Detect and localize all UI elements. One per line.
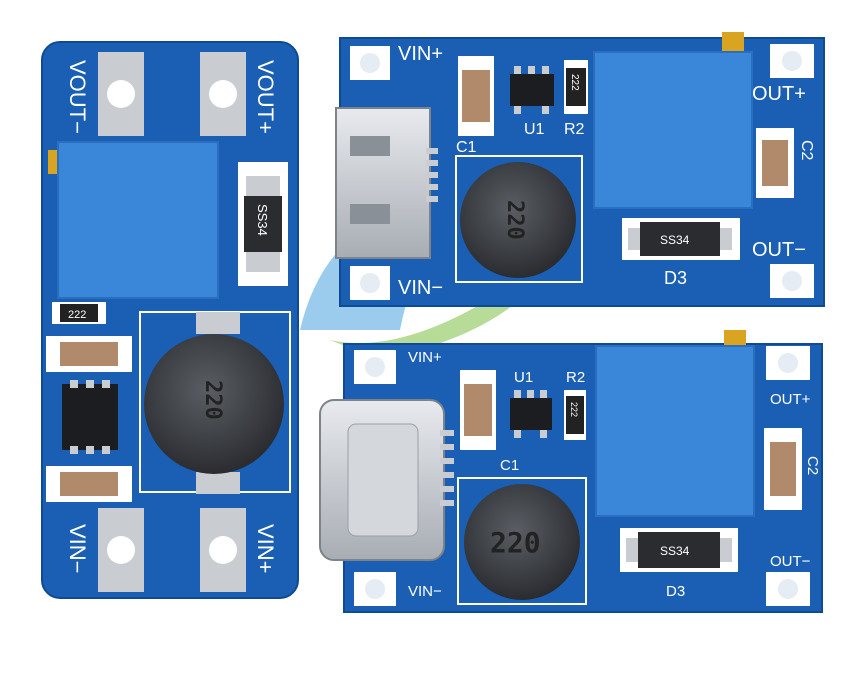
- pad-vin-plus: [200, 508, 246, 592]
- resistor-r2: 222: [564, 390, 586, 440]
- ic-u1: [510, 66, 554, 114]
- diode-marking: SS34: [660, 544, 690, 558]
- label-c1: C1: [500, 457, 519, 474]
- micro-usb-connector: [335, 107, 438, 259]
- resistor-marking: 222: [569, 74, 580, 91]
- capacitor-left-bottom: [46, 466, 132, 502]
- capacitor-left-top: [46, 336, 132, 372]
- diode-d3: SS34: [620, 528, 738, 572]
- label-vin-plus: VIN+: [398, 43, 443, 65]
- trimmer-potentiometer: [595, 330, 755, 517]
- resistor-marking: 222: [68, 309, 86, 321]
- label-r2: R2: [566, 369, 585, 386]
- label-u1: U1: [524, 121, 545, 138]
- capacitor-c2: [764, 428, 802, 510]
- pad-vin-minus: [98, 508, 144, 592]
- pad-vout-minus: [98, 52, 144, 136]
- inductor-220: 220: [139, 311, 291, 494]
- diode-marking: SS34: [660, 233, 690, 247]
- label-c2: C2: [798, 140, 815, 161]
- resistor-r2: 222: [564, 60, 588, 114]
- label-vin-plus: VIN+: [408, 349, 442, 366]
- inductor-220: 220: [455, 155, 583, 283]
- label-vin-minus: VIN−: [408, 583, 442, 600]
- resistor-222: 222: [52, 302, 106, 324]
- label-vin-minus: VIN−: [398, 277, 443, 299]
- inductor-220: 220: [457, 477, 587, 605]
- label-d3: D3: [664, 268, 687, 288]
- resistor-marking: 222: [569, 402, 579, 417]
- label-r2: R2: [564, 121, 585, 138]
- pad-vout-plus: [200, 52, 246, 136]
- label-c2: C2: [804, 456, 821, 475]
- label-out-minus: OUT−: [770, 553, 811, 570]
- label-vin-minus: VIN−: [65, 524, 90, 574]
- label-out-plus: OUT+: [770, 391, 811, 408]
- ic-u1: [62, 380, 118, 454]
- usb-type-c-connector: [319, 399, 454, 561]
- capacitor-c1: [460, 370, 496, 450]
- trimmer-potentiometer: [593, 32, 753, 209]
- board-type-c: VIN+ VIN− OUT+ OUT− C1: [319, 330, 823, 613]
- label-u1: U1: [514, 369, 533, 386]
- label-vout-minus: VOUT−: [65, 60, 90, 134]
- capacitor-c1: [458, 56, 494, 136]
- label-c1: C1: [456, 139, 477, 156]
- diode-marking: SS34: [255, 204, 270, 236]
- board-micro-usb: VIN+ VIN− OUT+ OUT− C1: [335, 32, 825, 307]
- diode-ss34: SS34: [238, 162, 288, 286]
- label-d3: D3: [666, 583, 685, 600]
- board-vertical: VOUT− VOUT+ SS34 222: [41, 41, 299, 599]
- label-out-plus: OUT+: [752, 83, 806, 105]
- label-out-minus: OUT−: [752, 239, 806, 261]
- ic-u1: [510, 390, 552, 438]
- inductor-marking: 220: [490, 526, 541, 559]
- inductor-marking: 220: [200, 380, 225, 420]
- trimmer-potentiometer: [48, 141, 219, 299]
- label-vout-plus: VOUT+: [253, 60, 278, 134]
- capacitor-c2: [756, 128, 794, 198]
- label-vin-plus: VIN+: [253, 524, 278, 574]
- inductor-marking: 220: [502, 200, 527, 240]
- diode-d3: SS34: [622, 218, 740, 260]
